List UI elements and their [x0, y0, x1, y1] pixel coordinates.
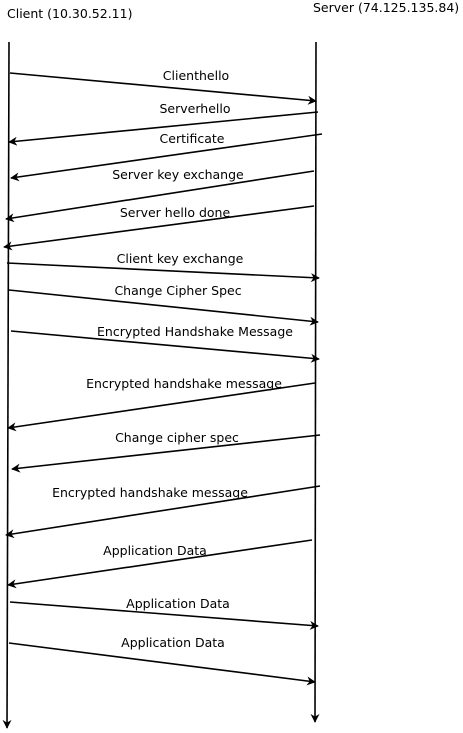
message-label: Encrypted handshake message	[52, 485, 248, 500]
message-label: Application Data	[121, 635, 225, 650]
message-arrow	[7, 539, 313, 589]
message-arrow	[10, 330, 320, 363]
message-label: Application Data	[103, 543, 207, 558]
message-change-cipher-spec-server: Change cipher spec	[11, 430, 321, 473]
message-encrypted-handshake-server-2: Encrypted handshake message	[5, 485, 321, 539]
message-encrypted-handshake-server: Encrypted handshake message	[7, 376, 316, 432]
message-change-cipher-spec-client: Change Cipher Spec	[8, 283, 319, 326]
message-server-key-exchange: Server key exchange	[5, 167, 315, 223]
message-arrow	[7, 382, 316, 432]
message-label: Change cipher spec	[115, 430, 239, 445]
message-arrow	[9, 601, 319, 630]
message-arrow	[11, 434, 321, 473]
message-label: Server hello done	[120, 205, 231, 220]
message-arrow	[10, 133, 323, 182]
message-clienthello: Clienthello	[9, 68, 317, 105]
message-arrow	[8, 289, 319, 326]
message-server-hello-done: Server hello done	[3, 205, 315, 251]
message-label: Server key exchange	[112, 167, 244, 182]
message-label: Serverhello	[160, 101, 231, 116]
server-lifeline	[310, 41, 320, 723]
server-participant-label: Server (74.125.135.84)	[313, 0, 459, 15]
message-arrow	[6, 262, 320, 283]
message-arrow	[5, 170, 315, 223]
message-arrow	[8, 642, 316, 686]
message-application-data-1: Application Data	[7, 539, 313, 589]
message-arrow	[8, 111, 319, 146]
message-application-data-2: Application Data	[9, 596, 319, 630]
client-lifeline	[2, 41, 12, 729]
message-label: Encrypted Handshake Message	[97, 324, 293, 339]
message-label: Application Data	[126, 596, 230, 611]
message-application-data-3: Application Data	[8, 635, 316, 686]
message-encrypted-handshake-client: Encrypted Handshake Message	[10, 324, 320, 363]
message-label: Encrypted handshake message	[86, 376, 282, 391]
message-arrow	[9, 72, 317, 105]
message-label: Client key exchange	[117, 251, 244, 266]
message-client-key-exchange: Client key exchange	[6, 251, 320, 283]
message-arrow	[5, 485, 321, 539]
message-label: Change Cipher Spec	[114, 283, 241, 298]
client-participant-label: Client (10.30.52.11)	[7, 6, 132, 21]
message-label: Clienthello	[163, 68, 229, 83]
message-label: Certificate	[160, 131, 225, 146]
message-certificate: Certificate	[10, 131, 323, 182]
message-arrow	[3, 205, 315, 251]
message-serverhello: Serverhello	[8, 101, 319, 146]
